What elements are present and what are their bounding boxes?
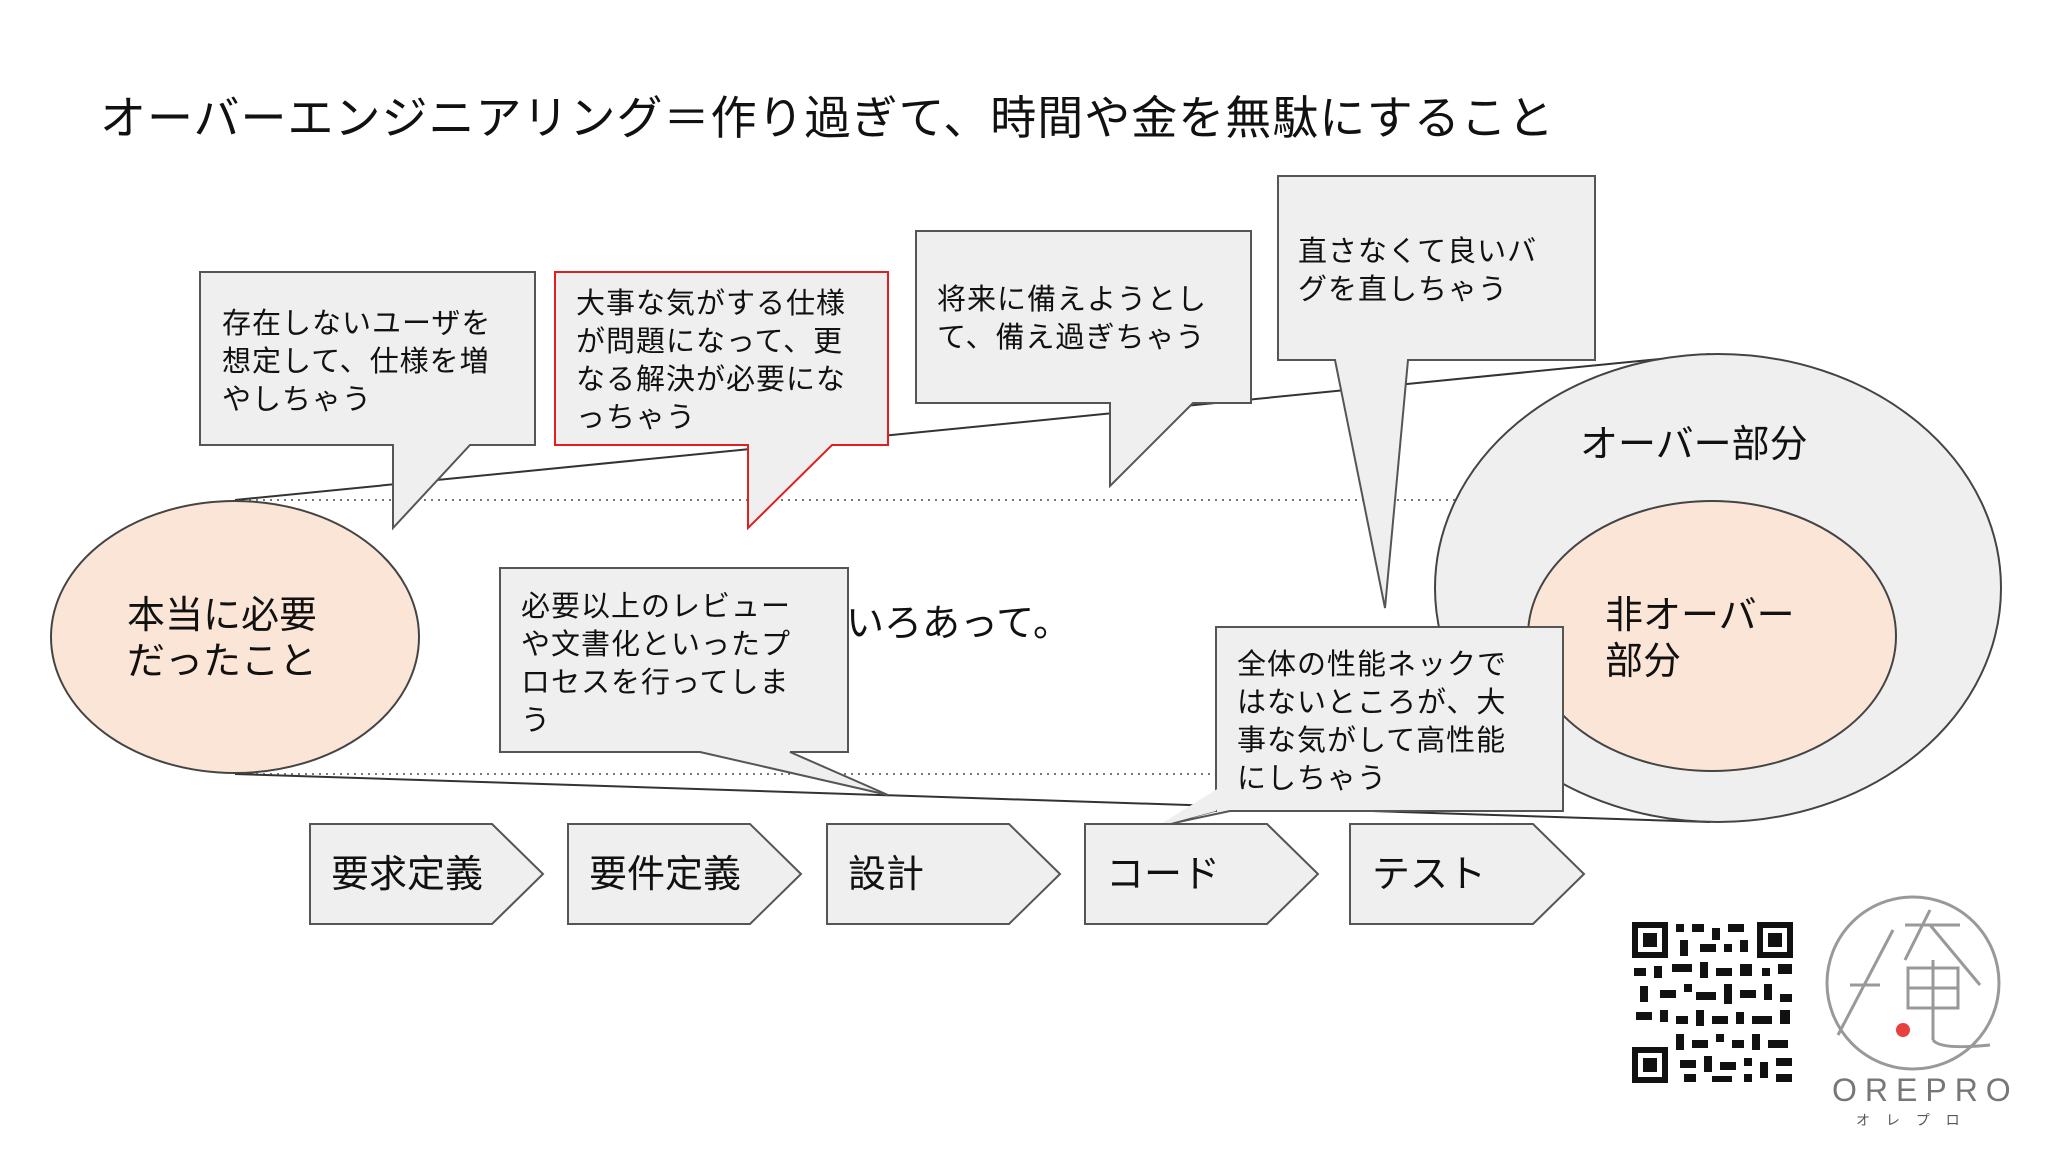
qr-code-icon (1630, 920, 1795, 1085)
bubble-future-proof: 将来に備えようとし て、備え過ぎちゃう (937, 282, 1208, 354)
outer-circle-label: オーバー部分 (1580, 422, 1808, 466)
bubble-shape-3 (915, 230, 1252, 489)
stage-test: テスト (1372, 852, 1487, 896)
orepro-logo-icon (1825, 895, 2001, 1071)
bubble-nonexistent-user: 存在しないユーザを 想定して、仕様を増 やしちゃう (222, 306, 492, 416)
essential-ellipse-label: 本当に必要 だったこと (127, 593, 318, 683)
inner-circle-label: 非オーバー 部分 (1605, 593, 1795, 683)
stage-shape-3 (826, 823, 1062, 925)
bubble-premature-optimization: 全体の性能ネックで はないところが、大 事な気がして高性能 にしちゃう (1237, 647, 1508, 795)
stage-shape-5 (1349, 823, 1586, 925)
bubble-shape-2 (554, 271, 889, 531)
brand-name: OREPRO (1832, 1072, 2019, 1108)
bubble-shape-1 (199, 271, 536, 531)
bubble-excess-process: 必要以上のレビュー や文書化といったプ ロセスを行ってしま う (521, 589, 792, 737)
middle-partial-text: いろあって。 (846, 601, 1071, 645)
stage-specification-definition: 要件定義 (589, 852, 742, 896)
bubble-shape-4 (1277, 175, 1596, 609)
stage-code: コード (1106, 852, 1221, 896)
funnel-line-top (234, 353, 1711, 501)
bubble-shape-5 (499, 567, 889, 796)
bubble-shape-6-tail (1156, 778, 1235, 827)
left-ellipse (50, 500, 420, 774)
stage-shape-2 (567, 823, 803, 925)
funnel-line-bottom (234, 773, 1711, 823)
bubble-unneeded-bugfix: 直さなくて良いバ グを直しちゃう (1298, 234, 1538, 306)
bubble-important-spec: 大事な気がする仕様 が問題になって、更 なる解決が必要にな っちゃう (576, 286, 847, 434)
stage-shape-4 (1084, 823, 1320, 925)
stage-shape-1 (309, 823, 545, 925)
stage-requirements-definition: 要求定義 (331, 852, 484, 896)
page-title: オーバーエンジニアリング＝作り過ぎて、時間や金を無駄にすること (100, 91, 1555, 145)
brand-kana: オ レ プ ロ (1856, 1112, 1966, 1128)
stage-design: 設計 (848, 852, 925, 896)
